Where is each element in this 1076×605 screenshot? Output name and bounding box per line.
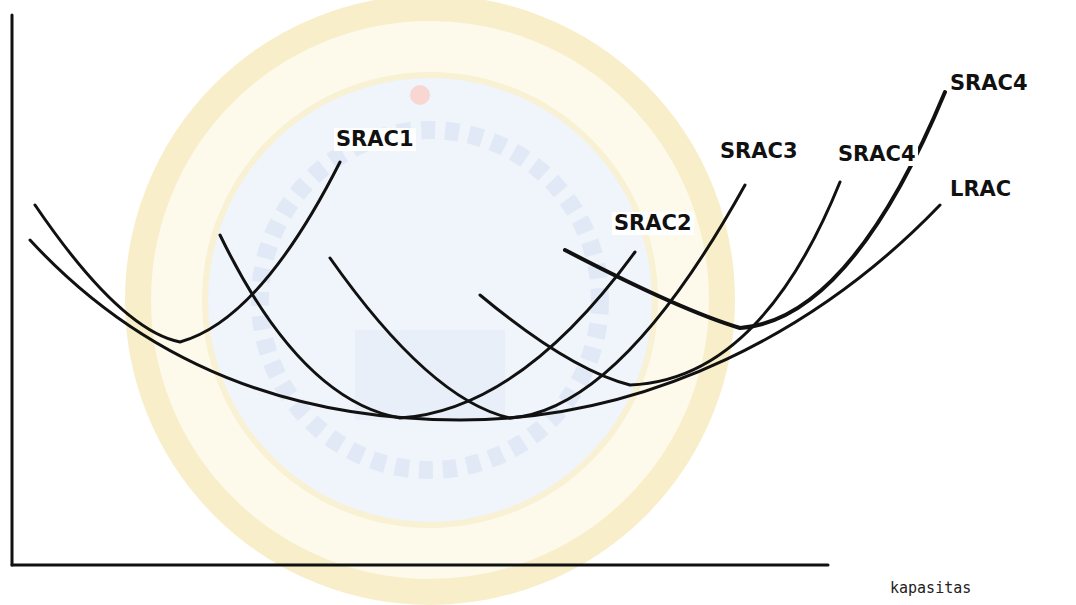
curve-label: SRAC1 <box>334 128 416 151</box>
axis-label: kapasitas <box>888 580 973 597</box>
srac-curve <box>565 92 945 328</box>
curve-label: SRAC2 <box>612 212 694 235</box>
y-axis <box>11 15 14 565</box>
lrac-curve <box>30 205 940 420</box>
curve-label: SRAC4 <box>836 143 918 166</box>
srac-curve <box>480 182 840 385</box>
x-axis <box>12 564 828 567</box>
srac-curve <box>35 162 340 342</box>
watermark-logo <box>138 8 722 592</box>
srac-curve <box>330 185 745 418</box>
curve-label: SRAC3 <box>718 140 800 163</box>
curve-label: SRAC4 <box>948 72 1030 95</box>
srac-curve <box>220 235 635 418</box>
curve-label: LRAC <box>948 178 1013 201</box>
